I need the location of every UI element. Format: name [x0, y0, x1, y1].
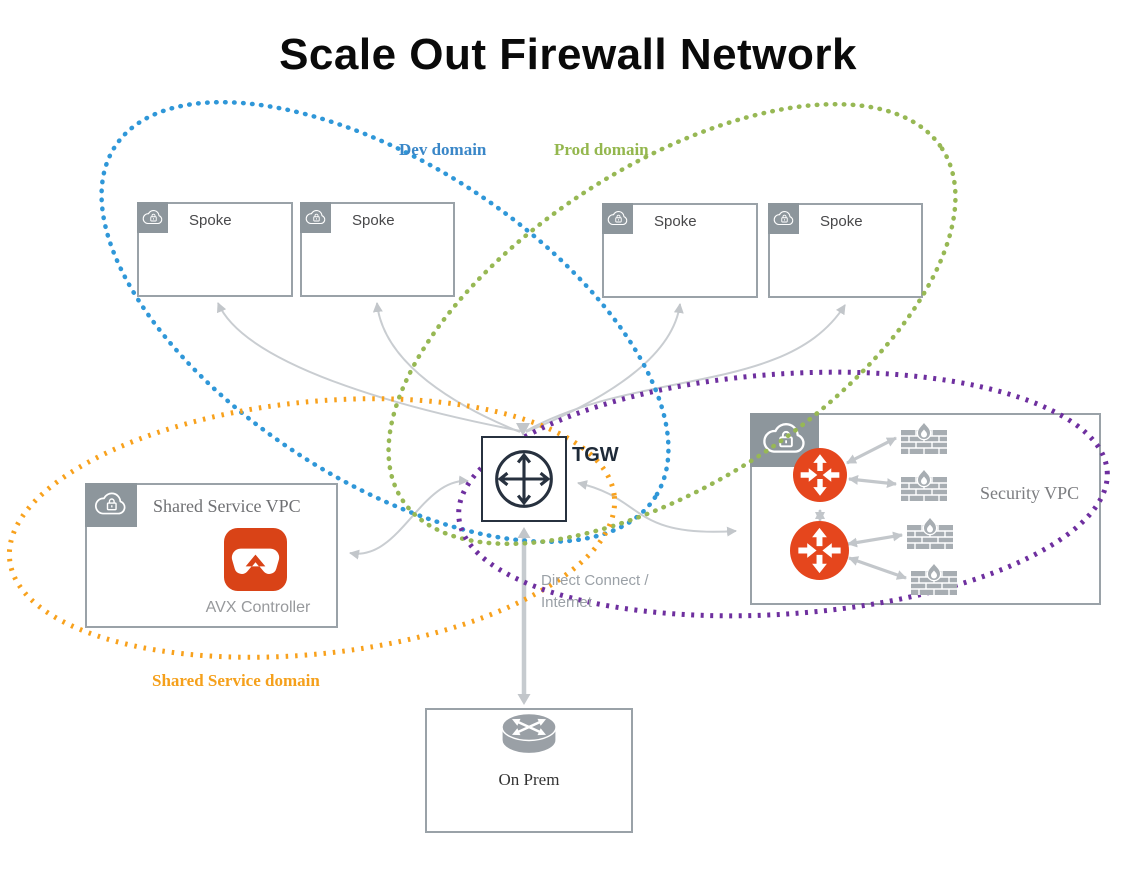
cloud-lock-icon	[92, 491, 130, 519]
tgw-spoke2-connector	[372, 302, 521, 433]
direct-connect-line1: Direct Connect /	[541, 572, 649, 589]
tgw-security-vpc-connector	[577, 480, 737, 537]
on-prem-label: On Prem	[498, 770, 560, 789]
onprem-up-arrowhead	[517, 527, 531, 538]
avx-controller-icon	[224, 528, 287, 596]
firewall-icon-4	[911, 564, 957, 600]
spoke-label: Spoke	[352, 212, 395, 229]
spoke-box-1: Spoke	[137, 202, 293, 297]
cloud-lock-icon	[772, 210, 796, 228]
security-vpc-title: Security VPC	[980, 483, 1080, 503]
tgw-shared-service-connector	[349, 475, 469, 560]
spoke-box-4: Spoke	[768, 203, 923, 298]
dev-domain-label: Dev domain	[399, 140, 487, 159]
tgw-spoke3-connector	[525, 303, 684, 433]
page-title: Scale Out Firewall Network	[279, 30, 857, 79]
aviatrix-gateway-icon-1	[793, 448, 847, 507]
aviatrix-gateway-icon-2	[790, 521, 849, 585]
cloud-lock-icon	[141, 209, 165, 227]
prod-domain-label: Prod domain	[554, 140, 649, 159]
cloud-lock-icon	[304, 209, 328, 227]
avx-controller-label: AVX Controller	[205, 599, 311, 616]
spoke-label: Spoke	[189, 212, 232, 229]
cloud-lock-icon	[606, 210, 630, 228]
tgw-inbound-arrowhead	[516, 423, 530, 436]
tgw-spoke1-connector	[217, 302, 522, 432]
onprem-down-arrowhead	[517, 694, 531, 705]
tgw-node	[481, 436, 567, 522]
vpc-tab	[300, 202, 331, 233]
firewall-icon-3	[907, 518, 953, 554]
tgw-label: TGW	[572, 444, 619, 466]
direct-connect-line2: Internet	[541, 593, 592, 611]
shared-service-domain-label: Shared Service domain	[152, 671, 320, 690]
vpc-tab	[602, 203, 633, 234]
shared-service-vpc-title: Shared Service VPC	[153, 496, 301, 516]
vpc-tab	[768, 203, 799, 234]
firewall-icon-1	[901, 423, 947, 459]
vpc-tab	[137, 202, 168, 233]
spoke-box-2: Spoke	[300, 202, 455, 297]
direct-connect-label: Direct Connect / Internet	[541, 570, 649, 614]
spoke-box-3: Spoke	[602, 203, 758, 298]
spoke-label: Spoke	[654, 213, 697, 230]
firewall-icon-2	[901, 470, 947, 506]
spoke-label: Spoke	[820, 213, 863, 230]
vpc-tab	[85, 483, 137, 527]
router-icon	[499, 712, 559, 764]
transit-gateway-icon	[485, 440, 563, 518]
